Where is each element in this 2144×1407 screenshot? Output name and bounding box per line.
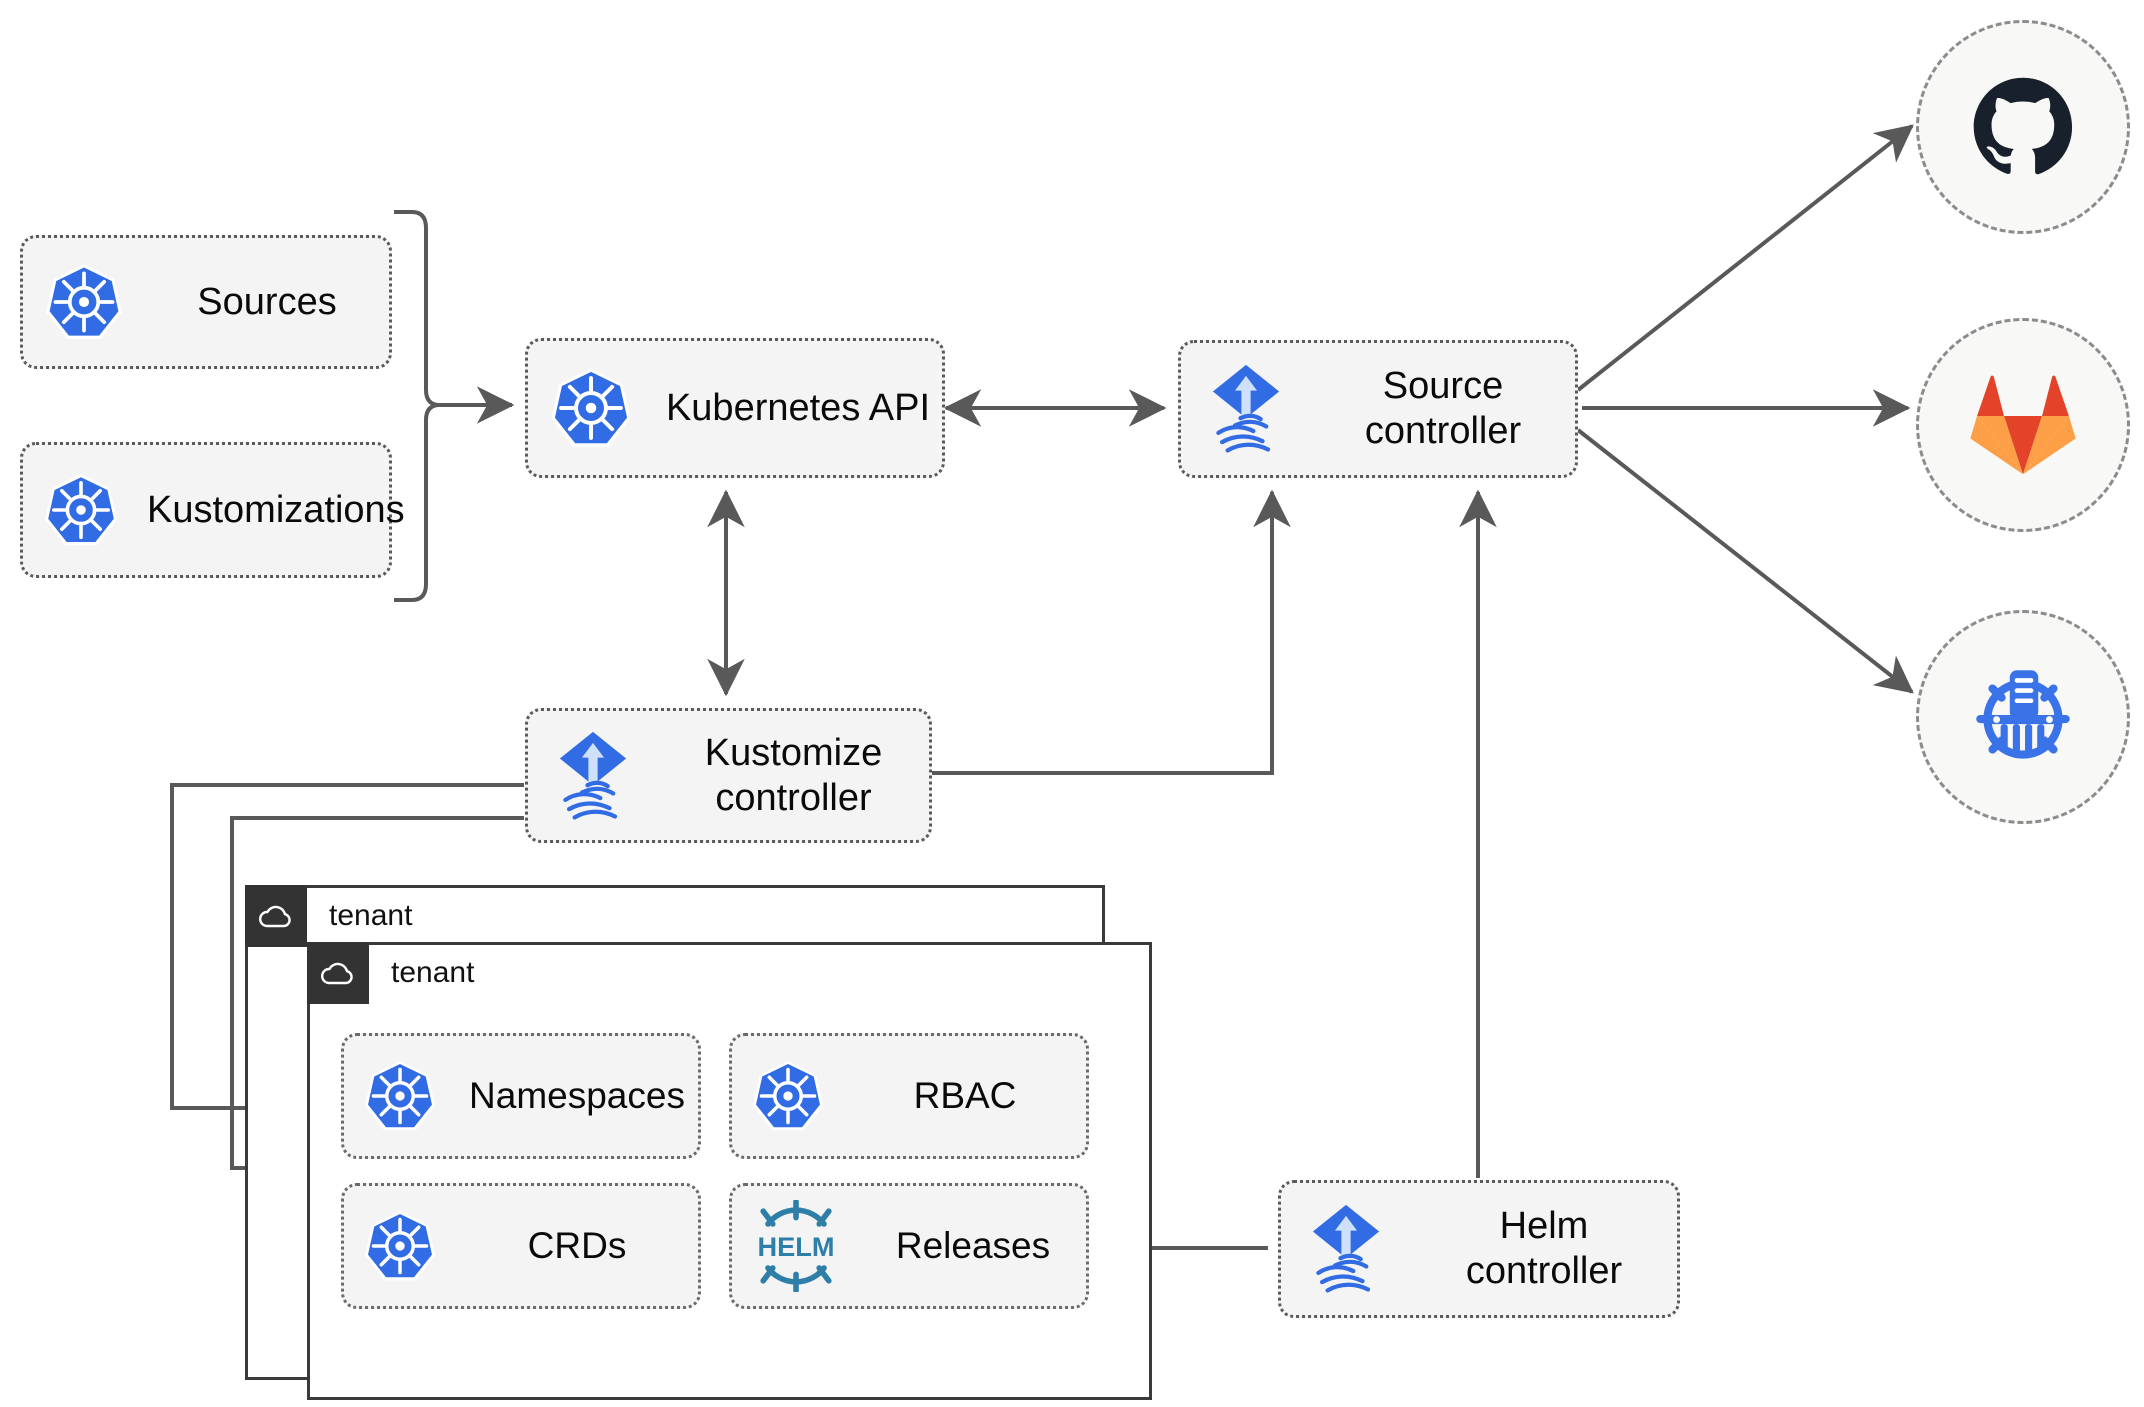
node-kustomizations[interactable]: Kustomizations [20,442,405,578]
tenant-resource-label: Namespaces [469,1075,685,1116]
kubernetes-icon [732,1057,844,1135]
node-label: Kustomizations [147,488,405,531]
repo-helm-repository[interactable] [1916,610,2130,824]
node-label: Kustomize controller [704,731,883,819]
tenant-outer-title: tenant [329,899,413,932]
node-label: Sources [197,280,337,323]
wire-source-to-github [1576,124,1914,392]
tenant-resource-crds[interactable]: CRDs [341,1183,701,1309]
tenant-resource-label: CRDs [527,1225,627,1266]
tenant-resource-namespaces[interactable]: Namespaces [341,1033,701,1159]
tenant-panel-inner[interactable]: tenant Namespaces [307,942,1152,1400]
brace-inputs [394,210,439,602]
wire-source-to-helm-repo [1576,428,1914,694]
node-source-controller[interactable]: Source controller [1178,340,1578,478]
kubernetes-icon [23,260,145,344]
cloud-icon [307,942,369,1004]
tenant-inner-title: tenant [391,956,475,989]
repo-github[interactable] [1916,20,2130,234]
tenant-inner-header: tenant [307,942,474,1004]
node-kubernetes-api[interactable]: Kubernetes API [525,338,945,478]
helm-wordmark: HELM [757,1231,834,1262]
kubernetes-icon [528,364,654,452]
tenant-resource-releases[interactable]: HELM Releases [729,1183,1089,1309]
node-label: Source controller [1364,365,1522,452]
flux-icon [1281,1201,1411,1297]
cloud-icon [245,885,307,947]
node-helm-controller[interactable]: Helm controller [1278,1180,1680,1318]
kubernetes-icon [23,470,139,550]
node-label: Helm controller [1465,1205,1623,1292]
tenant-resource-label: RBAC [913,1075,1017,1116]
flux-icon [528,728,658,824]
tenant-outer-header: tenant [245,885,412,947]
repo-gitlab[interactable] [1916,318,2130,532]
helm-icon: HELM [732,1200,860,1292]
node-label: Kubernetes API [665,386,931,429]
wire-kustomize-to-source [932,489,1291,775]
kubernetes-icon [344,1207,456,1285]
kubernetes-icon [344,1057,456,1135]
tenant-resource-rbac[interactable]: RBAC [729,1033,1089,1159]
tenant-resource-label: Releases [895,1225,1051,1266]
gitlab-icon [1970,375,2076,475]
helm-repository-icon [1976,670,2070,759]
node-kustomize-controller[interactable]: Kustomize controller [525,708,932,843]
github-icon [1973,77,2073,175]
flux-icon [1181,361,1311,457]
node-sources[interactable]: Sources [20,235,392,369]
